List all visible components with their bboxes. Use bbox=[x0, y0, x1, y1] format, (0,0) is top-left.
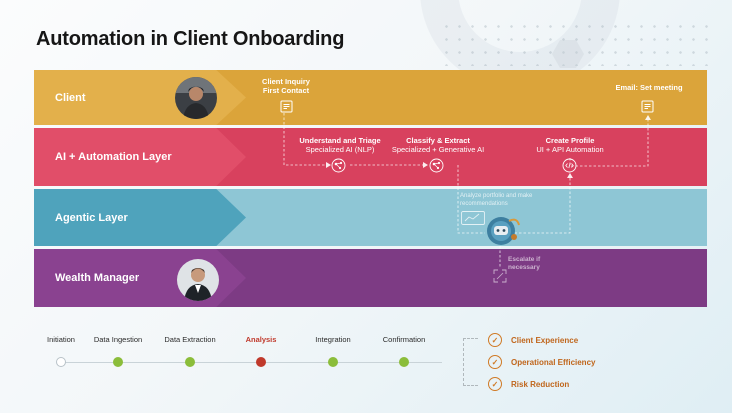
timeline-dot-confirmation bbox=[399, 357, 409, 367]
document-icon bbox=[641, 100, 654, 118]
outcome-item: ✓ Operational Efficiency bbox=[488, 355, 595, 369]
page-title: Automation in Client Onboarding bbox=[36, 28, 345, 50]
timeline-track bbox=[62, 362, 442, 363]
lane-agentic: Agentic Layer bbox=[34, 189, 707, 246]
lane-chevron bbox=[34, 189, 246, 246]
lane-wealth-manager: Wealth Manager bbox=[34, 249, 707, 307]
step-subtitle: necessary bbox=[508, 264, 540, 272]
outcome-label: Operational Efficiency bbox=[511, 357, 596, 367]
check-badge-icon: ✓ bbox=[488, 333, 502, 347]
lane-label-ai-automation: AI + Automation Layer bbox=[55, 151, 172, 163]
step-title: Client Inquiry bbox=[262, 77, 310, 86]
outcome-item: ✓ Risk Reduction bbox=[488, 377, 569, 391]
step-escalate: Escalate if necessary bbox=[508, 256, 540, 273]
outcome-item: ✓ Client Experience bbox=[488, 333, 578, 347]
check-badge-icon: ✓ bbox=[488, 355, 502, 369]
robot-icon bbox=[484, 213, 522, 252]
nodes-icon bbox=[331, 158, 346, 178]
lane-client: Client bbox=[34, 70, 707, 125]
step-classify-extract: Classify & Extract Specialized + Generat… bbox=[390, 136, 486, 155]
wealth-manager-avatar bbox=[177, 259, 219, 301]
step-title: Email: Set meeting bbox=[615, 83, 683, 92]
client-avatar bbox=[175, 77, 217, 119]
outcome-label: Client Experience bbox=[511, 335, 579, 345]
step-understand-triage: Understand and Triage Specialized AI (NL… bbox=[292, 136, 388, 155]
step-subtitle: First Contact bbox=[262, 86, 310, 96]
chart-icon bbox=[461, 211, 485, 230]
code-icon bbox=[562, 158, 577, 178]
lane-label-agentic: Agentic Layer bbox=[55, 211, 128, 224]
step-title: Understand and Triage bbox=[299, 136, 381, 145]
timeline-label-data-extraction: Data Extraction bbox=[164, 335, 216, 344]
timeline-dot-analysis bbox=[256, 357, 266, 367]
step-analyze-portfolio: Analyze portfolio and make recommendatio… bbox=[460, 193, 533, 207]
step-title: Escalate if bbox=[508, 256, 541, 263]
document-icon bbox=[280, 100, 293, 118]
step-title: Create Profile bbox=[545, 136, 595, 145]
outcome-bracket bbox=[463, 338, 478, 386]
step-subtitle: Specialized AI (NLP) bbox=[305, 145, 375, 155]
step-email-set-meeting: Email: Set meeting bbox=[612, 83, 686, 92]
timeline-dot-initiation bbox=[56, 357, 66, 367]
step-create-profile: Create Profile UI + API Automation bbox=[524, 136, 616, 155]
step-subtitle: UI + API Automation bbox=[536, 145, 604, 155]
timeline-label-data-ingestion: Data Ingestion bbox=[93, 335, 143, 344]
lane-label-client: Client bbox=[55, 91, 86, 104]
step-client-inquiry: Client Inquiry First Contact bbox=[256, 77, 316, 96]
lane-chevron bbox=[34, 128, 246, 186]
timeline-dot-integration bbox=[328, 357, 338, 367]
timeline-dot-data-ingestion bbox=[113, 357, 123, 367]
timeline-label-integration: Integration bbox=[315, 335, 351, 344]
timeline-label-initiation: Initiation bbox=[47, 335, 75, 344]
expand-icon bbox=[493, 269, 507, 288]
decorative-dot-grid bbox=[440, 20, 710, 66]
lane-label-wealth-manager: Wealth Manager bbox=[55, 272, 140, 284]
nodes-icon bbox=[429, 158, 444, 178]
timeline-label-analysis: Analysis bbox=[245, 335, 277, 344]
outcome-label: Risk Reduction bbox=[511, 379, 570, 389]
timeline-dot-data-extraction bbox=[185, 357, 195, 367]
check-badge-icon: ✓ bbox=[488, 377, 502, 391]
timeline-label-confirmation: Confirmation bbox=[382, 335, 426, 344]
step-title: Classify & Extract bbox=[406, 136, 470, 145]
step-subtitle: Specialized + Generative AI bbox=[391, 145, 485, 155]
